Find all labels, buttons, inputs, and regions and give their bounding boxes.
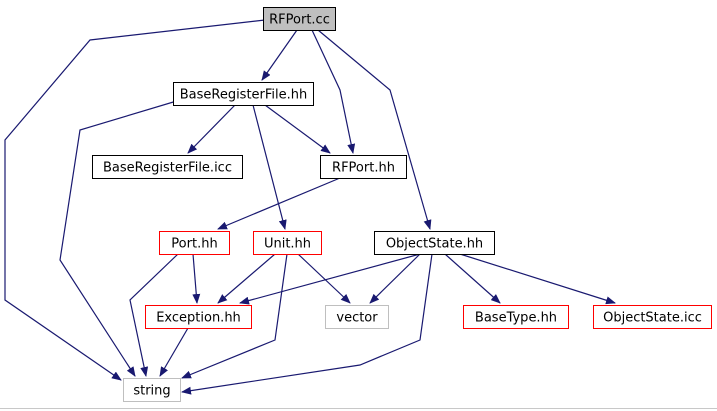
node-label: Port.hh	[171, 237, 217, 252]
edge-rfport_cc-to-base_register_file_hh	[261, 29, 298, 81]
edge-object_state_hh-to-object_state_icc	[459, 253, 616, 305]
node-box	[159, 231, 230, 255]
node-label: vector	[336, 311, 378, 326]
node-label: Exception.hh	[156, 311, 241, 326]
node-box	[325, 305, 389, 329]
edge-exception_hh-to-string	[159, 327, 189, 377]
node-base-register-file-hh[interactable]: BaseRegisterFile.hh	[173, 82, 314, 106]
edge-base_register_file_hh-to-rfport_hh	[264, 104, 331, 154]
node-box	[263, 7, 336, 31]
node-object-state-icc[interactable]: ObjectState.icc	[593, 305, 712, 329]
edge-object_state_hh-to-exception_hh	[239, 253, 421, 305]
edge-port_hh-to-exception_hh	[192, 253, 201, 304]
node-rfport-cc[interactable]: RFPort.cc	[263, 7, 336, 31]
edge-rfport_cc-to-rfport_hh	[311, 29, 356, 154]
edge-unit_hh-to-exception_hh	[217, 253, 276, 304]
node-label: RFPort.hh	[332, 161, 395, 176]
node-box	[145, 305, 252, 329]
node-port-hh[interactable]: Port.hh	[159, 231, 230, 255]
node-exception-hh[interactable]: Exception.hh	[145, 305, 252, 329]
node-label: ObjectState.icc	[603, 311, 702, 326]
node-box	[253, 231, 322, 255]
node-label: BaseRegisterFile.icc	[103, 161, 232, 176]
edge-rfport_hh-to-port_hh	[217, 177, 341, 230]
node-object-state-hh[interactable]: ObjectState.hh	[374, 231, 495, 255]
edge-rfport_cc-to-string	[4, 19, 266, 381]
node-base-type-hh[interactable]: BaseType.hh	[463, 305, 569, 329]
edge-base_register_file_hh-to-base_register_file_icc	[187, 104, 236, 154]
node-string[interactable]: string	[123, 378, 181, 402]
edge-base_register_file_hh-to-string	[59, 99, 181, 377]
node-rfport-hh[interactable]: RFPort.hh	[320, 155, 407, 179]
node-label: Unit.hh	[264, 237, 311, 252]
node-unit-hh[interactable]: Unit.hh	[253, 231, 322, 255]
edge-port_hh-to-string	[129, 253, 179, 377]
nodes-layer: RFPort.ccBaseRegisterFile.hhBaseRegister…	[92, 7, 712, 402]
edge-object_state_hh-to-vector	[369, 253, 421, 304]
node-box	[593, 305, 712, 329]
edge-unit_hh-to-string	[181, 253, 288, 379]
bottom-divider	[0, 408, 717, 409]
node-box	[320, 155, 407, 179]
node-box	[123, 378, 181, 402]
node-label: string	[133, 384, 170, 399]
edge-object_state_hh-to-string	[181, 253, 433, 395]
node-box	[173, 82, 314, 106]
edge-unit_hh-to-vector	[297, 253, 351, 304]
node-box	[463, 305, 569, 329]
node-label: BaseType.hh	[475, 311, 557, 326]
node-box	[374, 231, 495, 255]
edges-layer	[4, 19, 616, 395]
node-base-register-file-icc[interactable]: BaseRegisterFile.icc	[92, 155, 243, 179]
node-box	[92, 155, 243, 179]
node-vector[interactable]: vector	[325, 305, 389, 329]
node-label: RFPort.cc	[269, 13, 330, 28]
edge-base_register_file_hh-to-unit_hh	[252, 104, 287, 230]
node-label: ObjectState.hh	[386, 237, 483, 252]
edge-rfport_cc-to-object_state_hh	[317, 29, 432, 230]
node-label: BaseRegisterFile.hh	[180, 88, 308, 103]
edge-object_state_hh-to-base_type_hh	[444, 253, 501, 304]
